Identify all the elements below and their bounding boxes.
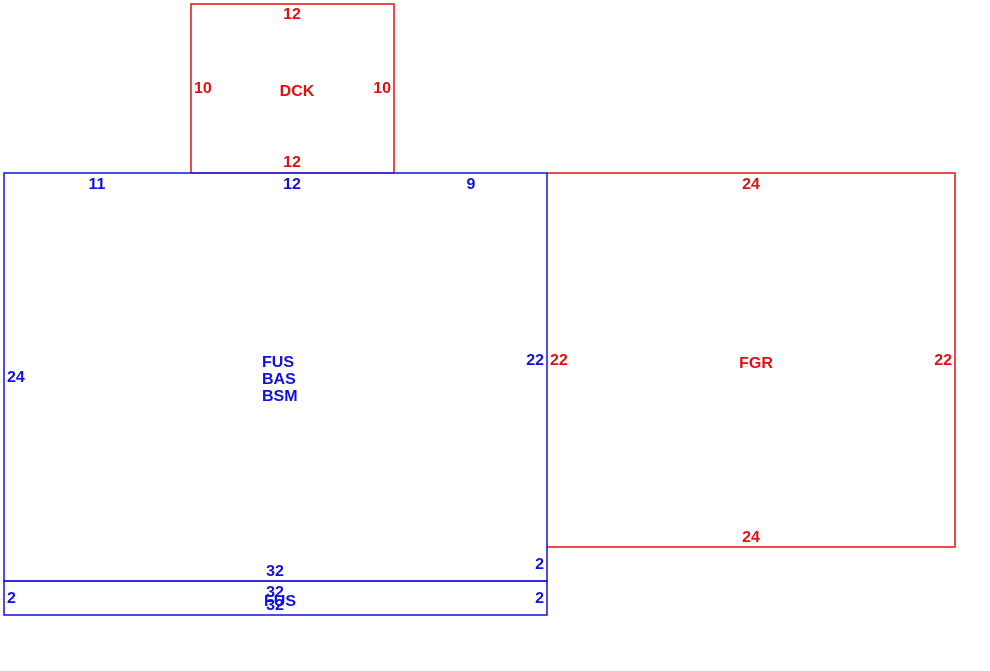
house-bottom-right-dimension: 2 (535, 556, 544, 573)
strip-right-dimension: 2 (535, 590, 544, 607)
house-area-code-1: FUS (262, 354, 294, 371)
house-top-dimension-right: 9 (467, 176, 476, 193)
strip-left-dimension: 2 (7, 590, 16, 607)
garage-area[interactable]: 24 22 22 24 FGR (547, 172, 956, 548)
house-bottom-dimension: 32 (266, 563, 284, 580)
strip-area-code: FUS (264, 593, 296, 610)
house-right-dimension: 22 (526, 352, 544, 369)
deck-area[interactable]: 12 10 10 12 DCK (190, 3, 395, 174)
garage-outline (547, 172, 956, 548)
garage-area-code: FGR (739, 355, 773, 372)
house-area-code-2: BAS (262, 371, 296, 388)
deck-top-dimension: 12 (283, 6, 301, 23)
house-top-dimension-left: 11 (89, 176, 106, 193)
deck-left-dimension: 10 (194, 80, 212, 97)
house-area-code-3: BSM (262, 388, 298, 405)
house-left-dimension: 24 (7, 369, 25, 386)
strip-top-dimension: 32 (266, 584, 284, 601)
house-area[interactable]: 11 12 9 24 22 32 2 FUS BAS BSM (3, 172, 548, 582)
strip-area[interactable]: 2 2 32 FUS 32 (3, 580, 548, 616)
deck-area-code: DCK (280, 83, 315, 100)
strip-bottom-dimension: 32 (266, 597, 284, 614)
deck-bottom-dimension: 12 (283, 154, 301, 171)
deck-right-dimension: 10 (373, 80, 391, 97)
garage-bottom-dimension: 24 (742, 529, 760, 546)
garage-right-dimension: 22 (934, 352, 952, 369)
strip-outline (3, 580, 548, 616)
garage-left-dimension: 22 (550, 352, 568, 369)
house-top-dimension-middle: 12 (283, 176, 301, 193)
garage-top-dimension: 24 (742, 176, 760, 193)
